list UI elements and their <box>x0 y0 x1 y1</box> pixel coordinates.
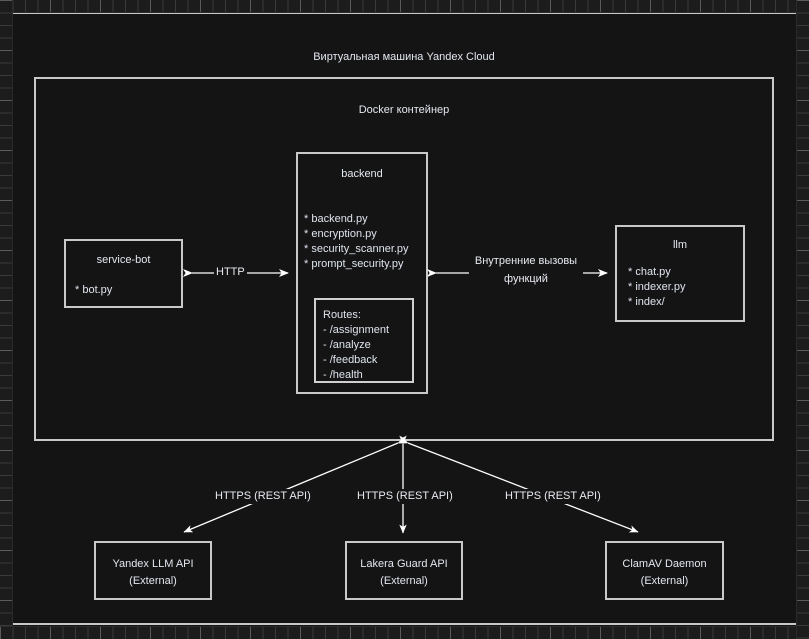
service-bot-items: * bot.py <box>75 284 113 296</box>
clamav-daemon-line2: (External) <box>640 575 689 587</box>
vm-container-title: Виртуальная машина Yandex Cloud <box>313 51 495 63</box>
ruler-top <box>0 0 809 13</box>
service-bot-title: service-bot <box>96 254 151 266</box>
backend-title: backend <box>341 168 383 180</box>
yandex-llm-api-line1: Yandex LLM API <box>112 558 194 570</box>
node-clamav-daemon[interactable]: ClamAV Daemon (External) <box>605 541 724 600</box>
edge-label-https-lakera: HTTPS (REST API) <box>355 489 455 504</box>
edge-label-https-clamav: HTTPS (REST API) <box>503 489 603 504</box>
edge-label-internal-calls-line1: Внутренние вызовы <box>469 254 583 269</box>
backend-routes-box[interactable]: Routes: - /assignment - /analyze - /feed… <box>314 298 414 383</box>
node-yandex-llm-api[interactable]: Yandex LLM API (External) <box>94 541 212 600</box>
edge-label-http: HTTP <box>214 265 247 280</box>
ruler-bottom <box>0 626 809 639</box>
llm-items: * chat.py * indexer.py * index/ <box>628 266 686 308</box>
clamav-daemon-line1: ClamAV Daemon <box>622 558 707 570</box>
node-lakera-guard-api[interactable]: Lakera Guard API (External) <box>345 541 463 600</box>
edge-label-internal-calls-line2: функций <box>469 272 583 287</box>
yandex-llm-api-line2: (External) <box>129 575 177 587</box>
edge-label-https-yandex: HTTPS (REST API) <box>213 489 313 504</box>
ruler-bottom-major-ticks <box>0 627 809 639</box>
docker-container-title: Docker контейнер <box>358 104 450 116</box>
node-backend[interactable]: backend * backend.py * encryption.py * s… <box>296 152 428 394</box>
ruler-right <box>796 0 809 639</box>
backend-routes-items: - /assignment - /analyze - /feedback - /… <box>323 324 390 381</box>
ruler-left <box>0 0 13 639</box>
ruler-top-major-ticks <box>0 0 809 12</box>
backend-routes-heading: Routes: <box>323 309 361 321</box>
ruler-right-major-ticks <box>797 0 809 639</box>
node-service-bot[interactable]: service-bot * bot.py <box>64 239 183 308</box>
backend-items: * backend.py * encryption.py * security_… <box>304 213 409 270</box>
llm-title: llm <box>672 239 688 251</box>
lakera-guard-api-line2: (External) <box>380 575 428 587</box>
node-llm[interactable]: llm * chat.py * indexer.py * index/ <box>615 225 745 322</box>
ruler-left-major-ticks <box>0 0 12 639</box>
lakera-guard-api-line1: Lakera Guard API <box>360 558 448 570</box>
